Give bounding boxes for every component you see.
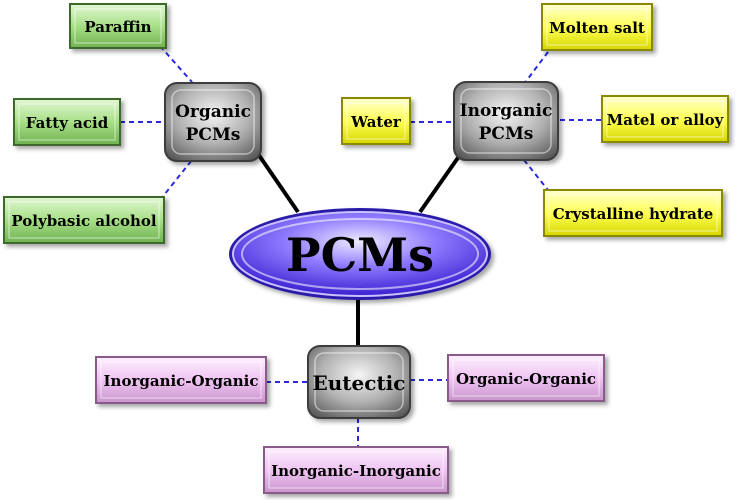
inorganic-label-line2: PCMs <box>479 124 534 144</box>
organic-item-paraffin[interactable]: Paraffin <box>69 3 167 49</box>
eutectic-item-label: Inorganic-Inorganic <box>271 462 441 480</box>
inorganic-item-metal-alloy[interactable]: Matel or alloy <box>601 95 729 143</box>
inorganic-item-water[interactable]: Water <box>341 97 411 145</box>
organic-item-label: Paraffin <box>84 18 151 36</box>
connector-center-inorganic <box>418 150 464 214</box>
eutectic-label: Eutectic <box>313 371 406 395</box>
eutectic-item-inorganic-inorganic[interactable]: Inorganic-Inorganic <box>263 446 449 494</box>
organic-item-polybasic-alcohol[interactable]: Polybasic alcohol <box>3 196 165 244</box>
connector-inorganic-crystalline <box>523 159 549 191</box>
eutectic-item-inorganic-organic[interactable]: Inorganic-Organic <box>95 356 267 404</box>
eutectic-item-organic-organic[interactable]: Organic-Organic <box>447 354 605 402</box>
connector-center-organic <box>252 146 300 214</box>
organic-item-label: Polybasic alcohol <box>11 212 156 230</box>
inorganic-item-crystalline-hydrate[interactable]: Crystalline hydrate <box>543 189 723 237</box>
center-label: PCMs <box>286 228 434 282</box>
inorganic-item-molten-salt[interactable]: Molten salt <box>541 3 653 51</box>
center-node[interactable]: PCMs <box>229 208 491 300</box>
inorganic-item-label: Crystalline hydrate <box>553 205 714 223</box>
organic-item-label: Fatty acid <box>26 114 109 132</box>
inorganic-label-line1: Inorganic <box>460 101 553 121</box>
inorganic-item-label: Molten salt <box>549 19 645 37</box>
organic-label-line2: PCMs <box>186 125 241 145</box>
connector-organic-paraffin <box>159 45 193 83</box>
inorganic-item-label: Water <box>350 113 402 131</box>
inorganic-item-label: Matel or alloy <box>607 111 725 129</box>
eutectic-item-label: Organic-Organic <box>456 370 596 388</box>
organic-label-line1: Organic <box>175 102 251 122</box>
organic-item-fatty-acid[interactable]: Fatty acid <box>13 98 121 146</box>
organic-category-node[interactable]: Organic PCMs <box>164 82 262 162</box>
connector-organic-polybasic <box>159 159 193 201</box>
eutectic-category-node[interactable]: Eutectic <box>307 345 411 419</box>
eutectic-item-label: Inorganic-Organic <box>104 372 259 390</box>
connector-inorganic-molten-salt <box>523 51 549 85</box>
inorganic-category-node[interactable]: Inorganic PCMs <box>453 81 559 161</box>
